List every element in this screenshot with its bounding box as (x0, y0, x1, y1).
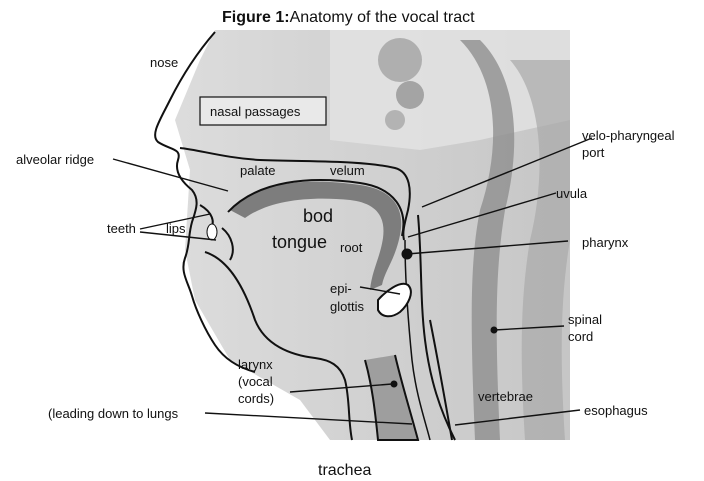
figure-title-text: Anatomy of the vocal tract (290, 9, 476, 26)
label-root: root (340, 240, 363, 255)
label-bod: bod (303, 206, 333, 226)
label-vocal: (vocal (238, 374, 273, 389)
label-alveolar-ridge: alveolar ridge (16, 152, 94, 167)
label-velo-pharyngeal-port: port (582, 145, 605, 160)
label-nasal-passages: nasal passages (210, 104, 301, 119)
label-tongue: tongue (272, 232, 327, 252)
figure-title: Figure 1:Anatomy of the vocal tract (222, 9, 475, 26)
label-uvula: uvula (556, 186, 588, 201)
concha-shape (378, 38, 422, 82)
label-larynx: larynx (238, 357, 273, 372)
label-cords: cords) (238, 391, 274, 406)
label-vertebrae: vertebrae (478, 389, 533, 404)
label-velo-pharyngeal: velo-pharyngeal (582, 128, 675, 143)
figure-title-prefix: Figure 1: (222, 9, 290, 26)
label-spinal: spinal (568, 312, 602, 327)
larynx-dot (391, 381, 398, 388)
label-pharynx: pharynx (582, 235, 629, 250)
label-cord: cord (568, 329, 593, 344)
label-lungs: (leading down to lungs (48, 406, 179, 421)
label-velum: velum (330, 163, 365, 178)
label-epiglottis-1: epi- (330, 281, 352, 296)
spinal-cord-dot (491, 327, 498, 334)
label-trachea: trachea (318, 462, 371, 479)
pharynx-dot (402, 249, 413, 260)
label-lips: lips (166, 221, 186, 236)
concha-shape (385, 110, 405, 130)
label-nose: nose (150, 55, 178, 70)
label-epiglottis-2: glottis (330, 299, 364, 314)
label-esophagus: esophagus (584, 403, 648, 418)
concha-shape (396, 81, 424, 109)
label-palate: palate (240, 163, 275, 178)
label-teeth: teeth (107, 221, 136, 236)
lip-highlight (207, 224, 217, 240)
